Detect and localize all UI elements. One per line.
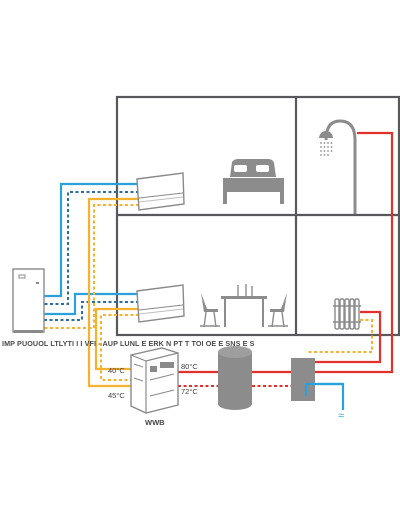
warm-pipes [87,197,139,388]
radiator-icon [333,298,361,330]
house-outline [115,95,400,337]
heat-exchanger-icon [291,358,315,401]
warm-pipes-return [44,204,139,381]
bed-icon [223,159,284,204]
cold-water-pipe [304,382,343,396]
temp-40-label: 40°C [108,366,125,375]
diagram-caption: IMP PUOUOL LTLYTI I I VFI - AUP LUNL E E… [2,339,255,348]
wwb-label: WWB [145,418,165,427]
hot-pipes [178,131,394,374]
cold-pipes-return [44,191,139,321]
temp-80-label: 80°C [181,362,198,371]
heat-pump-icon [12,268,45,333]
water-icon: ≈ [338,410,345,422]
dining-table-icon [200,284,288,328]
temp-72-label: 72°C [181,387,198,396]
fan-coil-icon [136,284,185,323]
fan-coil-icon [136,172,185,211]
temp-45-label: 45°C [108,391,125,400]
boiler-icon [130,347,179,414]
shower-icon [319,119,357,214]
warm-pipes-radiator [306,319,373,353]
storage-tank-icon [218,346,252,410]
